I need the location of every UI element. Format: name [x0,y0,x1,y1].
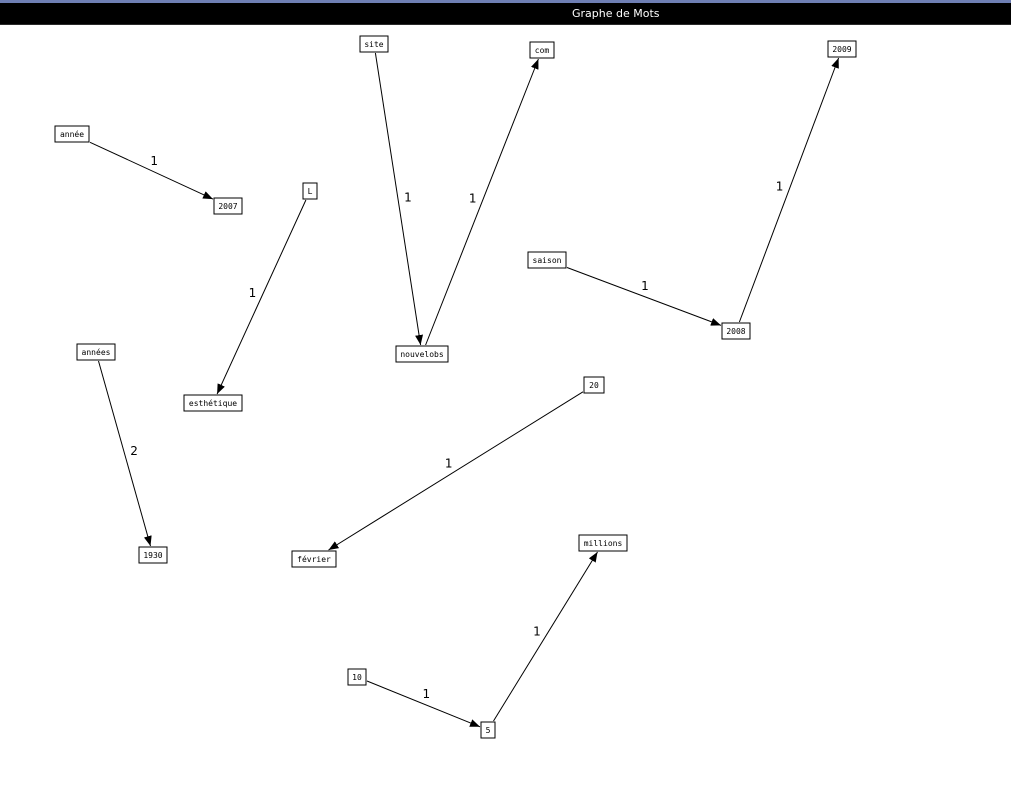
edge-site-nouvelobs [374,52,424,346]
node-fevrier[interactable]: février [291,550,337,568]
node-box[interactable] [291,550,337,568]
node-n2008[interactable]: 2008 [721,322,751,340]
node-box[interactable] [529,41,555,59]
node-nouvelobs[interactable]: nouvelobs [395,345,449,363]
node-label: 1930 [143,551,162,560]
node-L[interactable]: L [302,182,318,200]
node-box[interactable] [480,721,496,739]
node-site[interactable]: site [359,35,389,53]
edge-annees-n1930 [98,360,152,547]
node-box[interactable] [395,345,449,363]
node-box[interactable] [54,125,90,143]
node-label: site [364,40,383,49]
node-millions[interactable]: millions [578,534,628,552]
node-box[interactable] [527,251,567,269]
node-label: saison [533,256,562,265]
node-box[interactable] [138,546,168,564]
edge-weight-label: 1 [249,286,257,300]
node-n2009[interactable]: 2009 [827,40,857,58]
node-label: 5 [486,726,491,735]
node-label: 2008 [726,327,745,336]
node-label: année [60,129,84,139]
edge-weight-label: 2 [130,444,138,458]
edge-n2008-n2009 [738,57,840,323]
edge-weight-label: 1 [641,279,649,293]
edges-layer: 1 1 1 1 1 1 2 1 1 1 [89,52,840,728]
node-box[interactable] [827,40,857,58]
node-label: L [308,187,313,196]
node-box[interactable] [583,376,605,394]
node-saison[interactable]: saison [527,251,567,269]
edge-weight-label: 1 [404,191,412,205]
node-annee[interactable]: année [54,125,90,143]
edge-saison-n2008 [566,267,722,326]
edge-n10-n5 [366,680,481,728]
edge-n20-fevrier [328,391,584,551]
node-box[interactable] [347,668,367,686]
node-label: février [297,554,331,564]
window-title: Graphe de Mots [572,7,660,20]
edge-L-esthetique [216,199,307,395]
node-label: 2009 [832,45,851,54]
node-box[interactable] [76,343,116,361]
node-box[interactable] [302,182,318,200]
node-n5[interactable]: 5 [480,721,496,739]
node-box[interactable] [359,35,389,53]
edge-annee-n2007 [89,141,214,200]
edge-weight-label: 1 [776,180,784,194]
node-box[interactable] [213,197,243,215]
node-n10[interactable]: 10 [347,668,367,686]
edge-weight-label: 1 [150,154,158,168]
node-box[interactable] [721,322,751,340]
node-com[interactable]: com [529,41,555,59]
node-label: années [82,347,111,357]
node-box[interactable] [578,534,628,552]
node-label: 2007 [218,202,237,211]
node-label: nouvelobs [400,350,444,359]
edge-weight-label: 1 [469,191,477,205]
node-box[interactable] [183,394,243,412]
node-label: com [535,46,550,55]
node-esthetique[interactable]: esthétique [183,394,243,412]
node-label: millions [584,539,623,548]
node-n2007[interactable]: 2007 [213,197,243,215]
node-label: 20 [589,381,599,390]
edge-nouvelobs-com [425,58,539,346]
title-bar[interactable]: Graphe de Mots [0,3,1011,25]
node-label: esthétique [189,398,237,408]
node-n1930[interactable]: 1930 [138,546,168,564]
node-n20[interactable]: 20 [583,376,605,394]
window-top-border [0,0,1011,3]
node-label: 10 [352,673,362,682]
edge-n5-millions [493,551,598,722]
node-annees[interactable]: années [76,343,116,361]
edge-weight-label: 1 [533,624,541,638]
edge-weight-label: 1 [445,457,453,471]
edge-weight-label: 1 [422,687,430,701]
